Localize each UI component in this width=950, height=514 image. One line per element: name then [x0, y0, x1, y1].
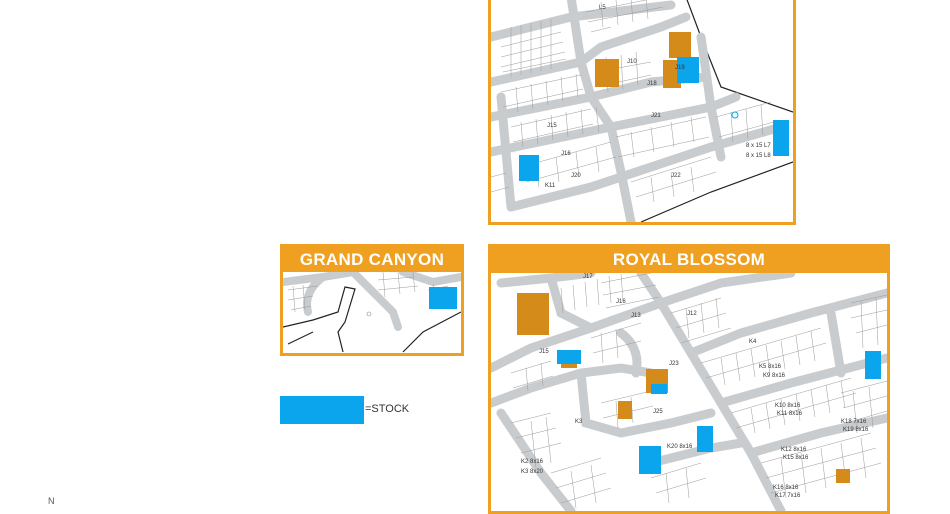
- stock-lot: [865, 351, 881, 379]
- lot-label: K11 8x16: [777, 411, 803, 417]
- lot-label: L5: [599, 5, 606, 11]
- lot-label: K3: [575, 419, 583, 425]
- lot-label: K11: [545, 183, 556, 189]
- stock-lot: [519, 155, 539, 181]
- lot-lines: [491, 0, 775, 203]
- top-map-panel: L5 J10 J19 J18 J15 J16 K11 8 x 15 L7 8 x…: [488, 0, 796, 225]
- royal-blossom-panel: ROYAL BLOSSOM: [488, 244, 890, 514]
- legend-stock-swatch: [280, 396, 364, 424]
- grand-canyon-map: [283, 272, 461, 353]
- lot-label: J23: [669, 361, 679, 367]
- panel-title-grand-canyon: GRAND CANYON: [283, 247, 461, 272]
- lot-label: J17: [583, 274, 593, 280]
- lot-label: K2 8x16: [521, 459, 544, 465]
- map-marker: [731, 111, 739, 119]
- grand-canyon-panel: GRAND CANYON: [280, 244, 464, 356]
- sold-lot: [669, 32, 691, 58]
- lot-label: K4: [749, 339, 757, 345]
- lot-label: J25: [653, 409, 663, 415]
- top-site-map: L5 J10 J19 J18 J15 J16 K11 8 x 15 L7 8 x…: [491, 0, 793, 222]
- legend-stock-label: =STOCK: [365, 403, 410, 415]
- boundary-line: [287, 331, 314, 345]
- lot-label: 8 x 15 L8: [746, 153, 771, 159]
- lot-label: J19: [675, 65, 685, 71]
- lot-label: J12: [687, 311, 697, 317]
- lot-label: J22: [671, 173, 681, 179]
- lot-label: K18 7x16: [841, 419, 867, 425]
- lot-label: K9 8x16: [763, 373, 786, 379]
- boundary-line: [686, 0, 793, 113]
- sold-lot: [618, 401, 632, 419]
- sold-lot: [595, 59, 619, 87]
- sold-lot: [517, 293, 549, 335]
- royal-blossom-map: J17 J16 J15 J13 J12 J23 J25 K3 K4 K5 8x1…: [491, 273, 887, 511]
- stock-lot: [677, 57, 699, 83]
- boundary-line: [402, 311, 461, 353]
- lot-label: J13: [631, 313, 641, 319]
- stock-lot: [773, 120, 789, 156]
- lot-label: J18: [647, 81, 657, 87]
- lot-label: K20 8x16: [667, 444, 693, 450]
- lot-label: J20: [571, 173, 581, 179]
- lot-label: J16: [616, 299, 626, 305]
- lot-label: K10 8x16: [775, 403, 801, 409]
- boundary-line: [640, 161, 793, 222]
- lot-label: K5 8x16: [759, 364, 782, 370]
- stock-lot: [639, 446, 661, 474]
- stock-lot: [557, 350, 581, 364]
- lot-label: J21: [651, 113, 661, 119]
- lot-label: K19 8x16: [843, 427, 869, 433]
- lot-label: K16 8x16: [773, 485, 799, 491]
- lot-label: K15 8x16: [783, 455, 809, 461]
- lot-label: J15: [539, 349, 549, 355]
- lot-label: K3 8x20: [521, 469, 544, 475]
- lot-label: J10: [627, 59, 637, 65]
- boundary-line: [283, 286, 356, 353]
- sold-lot: [663, 60, 681, 88]
- map-marker: [366, 311, 372, 317]
- stock-lot: [651, 384, 667, 394]
- stock-lot: [697, 426, 713, 452]
- sold-lot: [836, 469, 850, 483]
- lot-label: J16: [561, 151, 571, 157]
- stock-lot: [429, 287, 457, 309]
- lot-label: J15: [547, 123, 557, 129]
- north-arrow-label: N: [48, 496, 55, 506]
- lot-label: 8 x 15 L7: [746, 143, 771, 149]
- lot-label: K12 8x16: [781, 447, 807, 453]
- panel-title-royal-blossom: ROYAL BLOSSOM: [491, 247, 887, 273]
- lot-label: K17 7x16: [775, 493, 801, 499]
